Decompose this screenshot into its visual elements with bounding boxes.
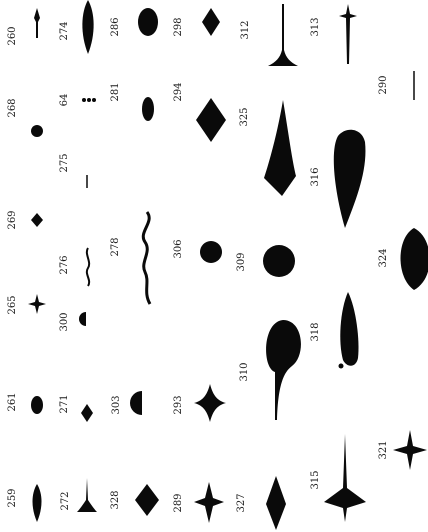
figure-label-271: 271 xyxy=(59,394,70,413)
figure-label-260: 260 xyxy=(7,26,18,45)
figure-label-316: 316 xyxy=(310,167,321,186)
figure-315-long-tailed-star xyxy=(324,434,366,522)
figure-label-313: 313 xyxy=(310,17,321,36)
figure-label-327: 327 xyxy=(236,493,247,512)
figure-label-259: 259 xyxy=(7,488,18,507)
figure-label-268: 268 xyxy=(7,98,18,117)
figure-261-oval xyxy=(31,396,43,414)
figure-label-286: 286 xyxy=(110,17,121,36)
figure-316-large-teardrop xyxy=(334,130,366,228)
figure-324-large-lens xyxy=(401,228,428,290)
figure-label-278: 278 xyxy=(110,237,121,256)
figure-label-318: 318 xyxy=(310,322,321,341)
figure-293-concave-star xyxy=(194,384,226,422)
figure-label-272: 272 xyxy=(60,491,71,510)
figure-259-spindle-leaf xyxy=(33,484,42,522)
figure-265-small-four-point-star xyxy=(28,294,46,314)
figure-289-four-point-star xyxy=(194,482,224,523)
figure-label-310: 310 xyxy=(239,362,250,381)
figure-label-269: 269 xyxy=(7,210,18,229)
figure-318-dot xyxy=(339,364,344,369)
figure-label-303: 303 xyxy=(111,395,122,414)
figure-label-261: 261 xyxy=(7,392,18,411)
figure-label-64: 64 xyxy=(59,94,70,107)
figure-310-bulb-with-tail xyxy=(266,320,301,420)
figure-label-300: 300 xyxy=(59,312,70,331)
figure-label-306: 306 xyxy=(173,239,184,258)
figure-260-pin xyxy=(34,8,40,38)
figure-328-diamond xyxy=(135,484,159,516)
figure-278-long-wavy-stroke xyxy=(143,212,150,304)
figure-label-289: 289 xyxy=(173,493,184,512)
figure-274-teardrop xyxy=(82,0,93,54)
figure-294-large-diamond xyxy=(196,98,226,142)
figure-281-oval xyxy=(142,97,154,121)
figure-286-oval xyxy=(138,8,158,36)
figure-272-tapered-pin xyxy=(77,478,97,512)
figure-label-265: 265 xyxy=(7,295,18,314)
figure-298-diamond xyxy=(202,8,220,36)
figure-label-324: 324 xyxy=(378,248,389,267)
figure-label-312: 312 xyxy=(240,20,251,39)
figure-321-four-point-star xyxy=(393,430,427,470)
figure-label-294: 294 xyxy=(173,82,184,101)
figure-268-round-dot xyxy=(31,125,43,137)
figure-318-teardrop xyxy=(340,292,358,366)
figure-312-stem-with-foot xyxy=(268,4,298,66)
figure-325-long-spindle xyxy=(264,100,296,196)
figure-309-large-disc xyxy=(263,245,295,277)
figure-303-half-disc xyxy=(130,391,142,415)
figure-313-star-on-stem xyxy=(339,4,357,64)
figure-label-328: 328 xyxy=(110,490,121,509)
figure-306-disc xyxy=(200,241,222,263)
figure-label-315: 315 xyxy=(310,470,321,489)
figure-label-290: 290 xyxy=(378,75,389,94)
figure-label-325: 325 xyxy=(239,107,250,126)
figure-label-321: 321 xyxy=(378,440,389,459)
figure-label-309: 309 xyxy=(236,252,247,271)
figure-label-274: 274 xyxy=(59,21,70,40)
figure-label-298: 298 xyxy=(173,17,184,36)
figure-276-wavy-stroke xyxy=(87,248,89,286)
figure-327-spindle xyxy=(266,476,286,530)
figure-label-275: 275 xyxy=(59,153,70,172)
figure-269-small-diamond xyxy=(31,213,43,227)
figure-label-281: 281 xyxy=(110,82,121,101)
figure-271-small-diamond xyxy=(81,404,93,422)
figure-64-colon-dots xyxy=(82,98,96,102)
figure-300-half-disc xyxy=(79,312,86,326)
figure-label-276: 276 xyxy=(59,255,70,274)
figure-label-293: 293 xyxy=(173,395,184,414)
